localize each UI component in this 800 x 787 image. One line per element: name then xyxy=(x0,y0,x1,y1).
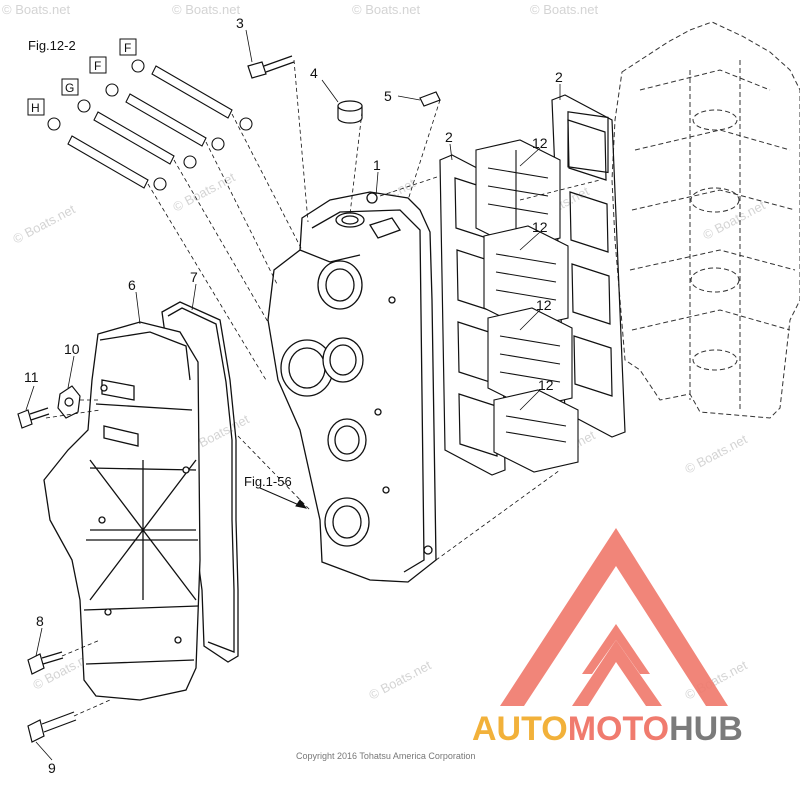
callout-5: 5 xyxy=(384,88,392,104)
ref-box-labels: F F G H xyxy=(27,38,137,116)
reed-valves-12 xyxy=(475,139,579,473)
callout-12: 12 xyxy=(536,297,552,313)
callout-3: 3 xyxy=(236,15,244,31)
logo-word-hub: HUB xyxy=(669,710,743,748)
automotohub-logo: AUTOMOTOHUB xyxy=(472,528,743,748)
bolt-9 xyxy=(27,711,77,743)
ref-box-label-g: G xyxy=(65,81,74,95)
bolt-11 xyxy=(17,407,50,429)
figure-ref-mid: Fig.1-56 xyxy=(244,474,292,489)
crankcase-phantom xyxy=(611,21,800,419)
ref-box xyxy=(89,56,107,74)
callout-2: 2 xyxy=(555,69,563,85)
watermark-text: © Boats.net xyxy=(352,2,421,17)
callout-10: 10 xyxy=(64,341,80,357)
callout-4: 4 xyxy=(310,65,318,81)
watermark-text: © Boats.net xyxy=(172,2,241,17)
callout-9: 9 xyxy=(48,760,56,776)
logo-mark xyxy=(500,528,728,706)
watermark-text: © Boats.net xyxy=(366,657,434,702)
hoses-and-clamps xyxy=(47,59,253,191)
watermark-text: © Boats.net xyxy=(2,2,71,17)
callout-6: 6 xyxy=(128,277,136,293)
leader-lines xyxy=(25,29,561,761)
watermark-text: © Boats.net xyxy=(10,201,78,246)
ref-box xyxy=(119,38,137,56)
callout-1: 1 xyxy=(373,157,381,173)
callout-12: 12 xyxy=(532,135,548,151)
fig-1-56-arrow xyxy=(259,487,308,509)
logo-wordmark: AUTOMOTOHUB xyxy=(472,710,743,748)
dowel-pin-5 xyxy=(419,91,441,107)
callout-numbers: 1 2 2 3 4 5 6 7 8 9 10 11 12 12 12 12 xyxy=(24,15,563,776)
phantom-lines xyxy=(45,59,601,717)
bolt-8 xyxy=(27,651,64,675)
callout-7: 7 xyxy=(190,269,198,285)
ref-box xyxy=(27,98,45,116)
callout-11: 11 xyxy=(24,369,39,385)
copyright-text: Copyright 2016 Tohatsu America Corporati… xyxy=(296,751,475,761)
ref-box xyxy=(61,78,79,96)
callout-12: 12 xyxy=(532,219,548,235)
logo-word-auto: AUTO xyxy=(472,710,568,748)
cap-4 xyxy=(337,100,363,124)
intake-cover-6 xyxy=(43,321,201,701)
intake-manifold-1 xyxy=(267,191,437,583)
watermark-text: © Boats.net xyxy=(700,197,768,242)
watermark-text: © Boats.net xyxy=(682,431,750,476)
figure-ref-top: Fig.12-2 xyxy=(28,38,76,53)
ref-box-label-h: H xyxy=(31,101,40,115)
callout-2: 2 xyxy=(445,129,453,145)
grommet-10 xyxy=(57,385,81,419)
logo-word-moto: MOTO xyxy=(568,710,669,748)
callout-8: 8 xyxy=(36,613,44,629)
callout-12: 12 xyxy=(538,377,554,393)
watermark-text: © Boats.net xyxy=(170,169,238,214)
bolt-3 xyxy=(247,55,295,79)
ref-box-label-f: F xyxy=(124,41,131,55)
watermark-text: © Boats.net xyxy=(530,2,599,17)
ref-box-label-f: F xyxy=(94,59,101,73)
